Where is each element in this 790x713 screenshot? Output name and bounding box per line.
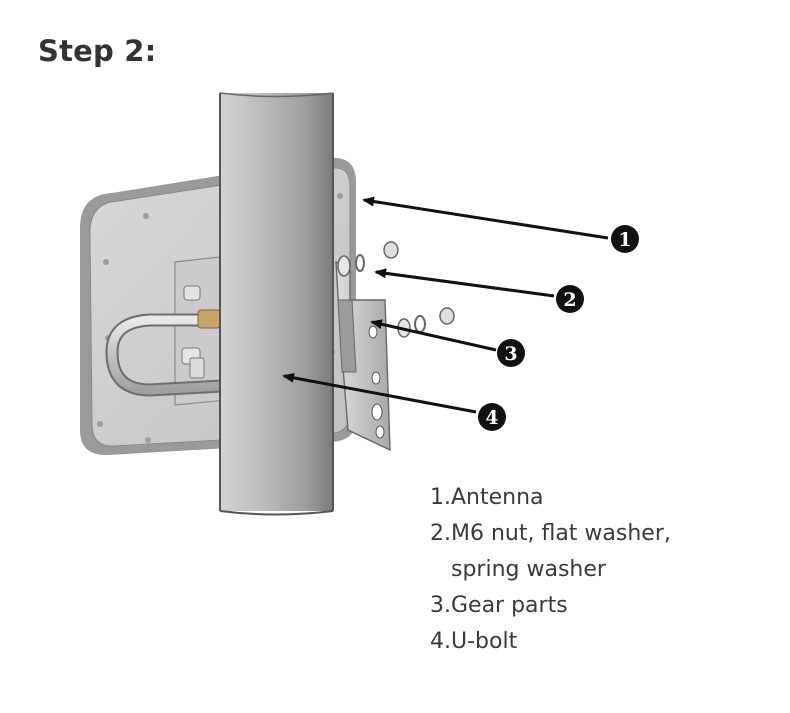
legend-item-nut-washers: 2.M6 nut, flat washer, — [430, 521, 671, 546]
leader-arrows — [282, 196, 609, 414]
legend-item-gear-parts: 3.Gear parts — [430, 593, 568, 618]
callout-4-number: 4 — [485, 407, 498, 429]
callout-1: 1 — [611, 225, 639, 253]
callout-4: 4 — [478, 403, 506, 431]
callout-2: 2 — [556, 285, 584, 313]
legend-item-nut-washers-cont: spring washer — [451, 557, 606, 582]
bracket-gear-parts — [335, 260, 391, 452]
callout-3-number: 3 — [504, 343, 517, 365]
arrow-1 — [362, 196, 609, 240]
legend-item-antenna: 1.Antenna — [430, 485, 544, 510]
legend-item-u-bolt: 4.U-bolt — [430, 629, 518, 654]
parts-legend: 1.Antenna 2.M6 nut, flat washer, spring … — [430, 480, 671, 660]
arrow-4 — [282, 372, 477, 414]
arrow-3 — [370, 319, 497, 352]
arrow-2 — [374, 268, 555, 298]
callout-3: 3 — [497, 339, 525, 367]
callout-1-number: 1 — [618, 229, 631, 251]
callout-2-number: 2 — [563, 289, 576, 311]
mounting-pole — [219, 92, 334, 516]
step-title: Step 2: — [38, 34, 157, 68]
